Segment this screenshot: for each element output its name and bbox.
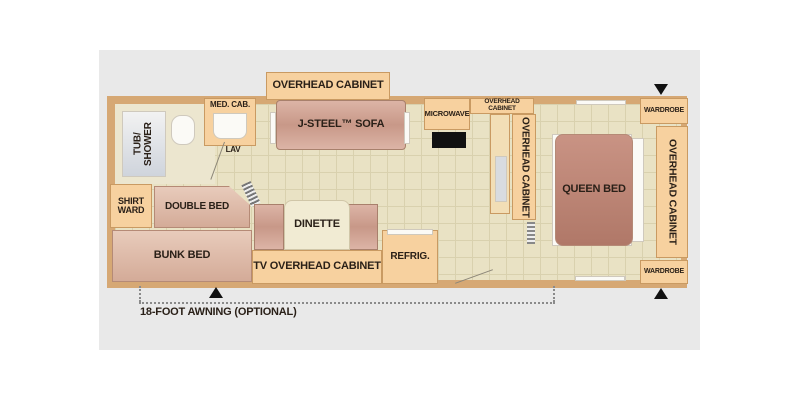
- overhead-cabinet-kitchen: OVERHEAD CABINET: [512, 114, 536, 220]
- refrig-label: REFRIG.: [390, 250, 430, 262]
- double-bed-label: DOUBLE BED: [164, 200, 230, 212]
- awning-label: 18-FOOT AWNING (OPTIONAL): [140, 306, 297, 319]
- med-cab: MED. CAB.: [204, 98, 256, 146]
- stove: [432, 132, 466, 148]
- wardrobe-bottom: WARDROBE: [640, 260, 688, 284]
- sofa-label: J-STEEL™ SOFA: [297, 118, 385, 131]
- sofa-arm-right: [404, 112, 410, 144]
- sofa-arm-left: [270, 112, 276, 144]
- overhead-cabinet-top-label: OVERHEAD CABINET: [272, 79, 384, 92]
- wardrobe-bottom-label: WARDROBE: [643, 268, 684, 276]
- wardrobe-top: WARDROBE: [640, 98, 688, 124]
- tub-shower: TUB/ SHOWER: [122, 111, 166, 177]
- med-cab-label: MED. CAB.: [210, 100, 250, 109]
- awning-line: [139, 302, 555, 304]
- microwave: MICROWAVE: [424, 98, 470, 130]
- shirt-ward: SHIRT WARD: [110, 184, 152, 228]
- awning-right-edge: [553, 286, 555, 302]
- wardrobe-top-label: WARDROBE: [643, 107, 684, 115]
- microwave-label: MICROWAVE: [424, 109, 470, 119]
- overhead-cabinet-small-label: OVERHEAD CABINET: [484, 98, 520, 112]
- toilet: [171, 115, 195, 145]
- refrig-top: [387, 229, 433, 235]
- overhead-cabinet-kitchen-label: OVERHEAD CABINET: [519, 116, 531, 218]
- sofa: J-STEEL™ SOFA: [276, 100, 406, 150]
- tv-overhead-cabinet: TV OVERHEAD CABINET: [252, 250, 382, 284]
- lav-label: LAV: [225, 144, 241, 154]
- overhead-cabinet-front-label: OVERHEAD CABINET: [666, 139, 679, 245]
- kitchen-step-icon: [527, 222, 535, 244]
- awning-left-edge: [139, 286, 141, 302]
- refrigerator: REFRIG.: [382, 229, 438, 284]
- tv-overhead-cabinet-label: TV OVERHEAD CABINET: [253, 260, 381, 273]
- overhead-cabinet-top: OVERHEAD CABINET: [266, 72, 390, 100]
- shirt-ward-label: SHIRT WARD: [117, 195, 145, 215]
- bunk-bed-label: BUNK BED: [153, 249, 211, 262]
- overhead-cabinet-front: OVERHEAD CABINET: [656, 126, 688, 258]
- window-top: [576, 100, 626, 105]
- dinette-bench-left: [254, 204, 284, 250]
- arrow-down-icon: [654, 84, 668, 95]
- dinette-bench-right: [348, 204, 378, 250]
- arrow-up-icon: [654, 288, 668, 299]
- dinette-label: DINETTE: [294, 218, 340, 231]
- double-bed: DOUBLE BED: [154, 186, 250, 228]
- queen-bed: QUEEN BED: [555, 134, 633, 246]
- entry-arrow-icon: [209, 287, 223, 298]
- dinette-table: DINETTE: [284, 200, 350, 250]
- window-side: [575, 276, 625, 281]
- queen-bed-label: QUEEN BED: [562, 183, 626, 196]
- lav-sink: [213, 113, 247, 139]
- bunk-bed: BUNK BED: [112, 230, 252, 282]
- tub-shower-label: TUB/ SHOWER: [132, 122, 155, 166]
- overhead-cabinet-small: OVERHEAD CABINET: [470, 98, 534, 114]
- kitchen-sink: [495, 156, 507, 202]
